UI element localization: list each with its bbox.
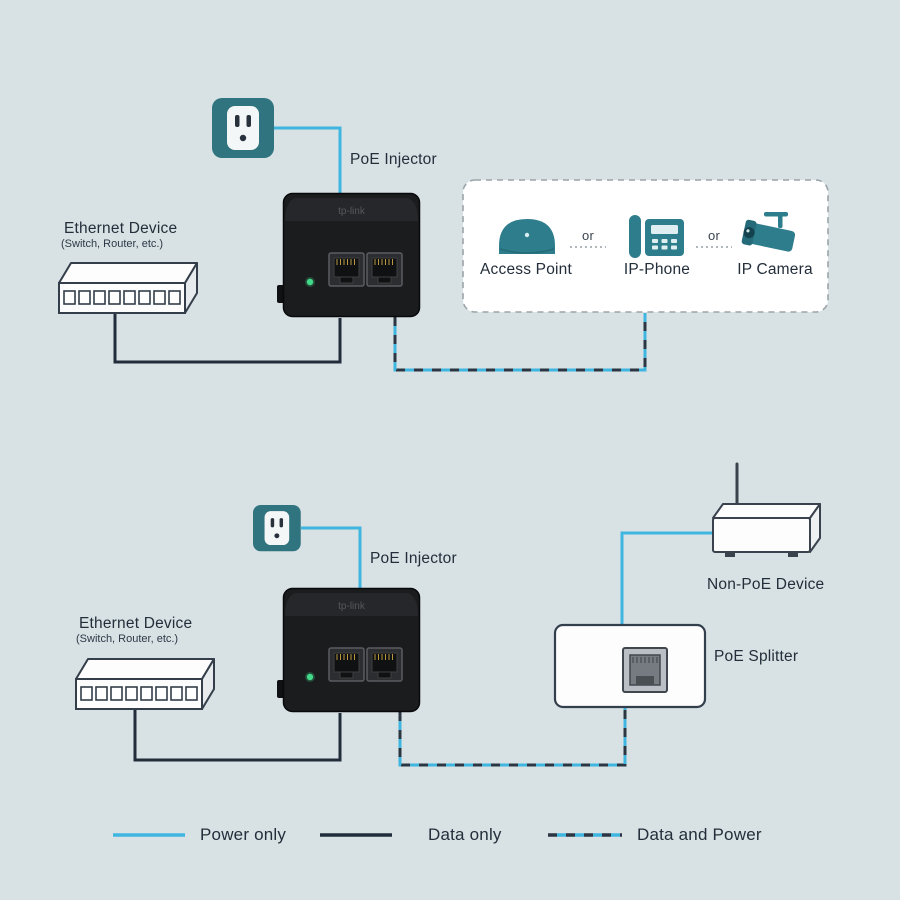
bottom-poe-injector-label: PoE Injector: [370, 550, 457, 567]
data-line-bottom: [133, 709, 342, 762]
power-line-splitter: [620, 531, 713, 626]
ip-camera-icon: [741, 212, 796, 252]
bottom-ethernet-device-sublabel: (Switch, Router, etc.): [76, 633, 179, 645]
ip-phone-icon: [629, 215, 684, 258]
top-ethernet-device-label: Ethernet Device: [64, 220, 178, 237]
or-label-2: or: [708, 228, 720, 243]
access-point-label: Access Point: [480, 261, 572, 278]
data-power-line-top: [393, 313, 647, 372]
bottom-ethernet-device-label: Ethernet Device: [79, 615, 193, 632]
top-poe-injector-label: PoE Injector: [350, 151, 437, 168]
legend-power-only-label: Power only: [200, 825, 287, 844]
power-line-top: [274, 126, 342, 194]
legend-data-only-label: Data only: [428, 825, 502, 844]
splitter-rj45-port: [622, 647, 668, 693]
poe-splitter-device: [553, 623, 707, 709]
data-line-top: [113, 312, 342, 364]
ip-phone-label: IP-Phone: [623, 261, 691, 278]
power-line-bottom: [301, 526, 362, 589]
ip-camera-label: IP Camera: [737, 261, 813, 278]
legend-data-and-power-label: Data and Power: [637, 825, 762, 844]
or-label-1: or: [582, 228, 594, 243]
poe-splitter-label: PoE Splitter: [714, 648, 799, 665]
access-point-icon: [499, 219, 555, 254]
top-ethernet-device-sublabel: (Switch, Router, etc.): [61, 238, 164, 250]
non-poe-device: [712, 462, 821, 557]
data-power-line-bottom: [398, 708, 627, 767]
non-poe-device-label: Non-PoE Device: [707, 576, 825, 593]
